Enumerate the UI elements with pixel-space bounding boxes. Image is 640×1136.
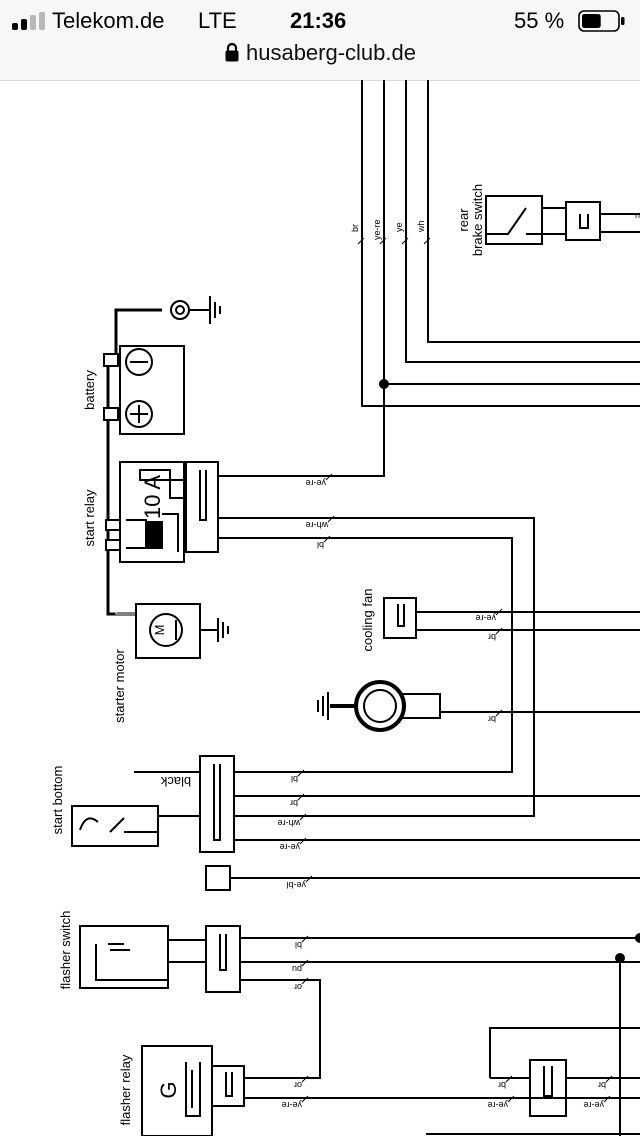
wire-label: bl	[291, 774, 298, 784]
label-rear: rear	[456, 208, 471, 232]
wire-label: bl	[317, 540, 324, 550]
wire-label: br	[350, 224, 360, 232]
wires	[106, 80, 640, 1136]
wiring-diagram: rear brake switch battery 10 A start rel…	[50, 80, 640, 1136]
battery-icon	[578, 10, 625, 32]
wire-label: br	[498, 1080, 506, 1090]
clock: 21:36	[290, 8, 347, 33]
wire-label: pu	[292, 964, 302, 974]
wire-label: br	[598, 1080, 606, 1090]
relay-symbol: G	[156, 1081, 181, 1098]
start-button	[71, 755, 235, 853]
wire-label: ye-re	[487, 1100, 508, 1110]
wire-label: br	[488, 632, 496, 642]
label-battery: battery	[82, 370, 97, 410]
status-bar: Telekom.de LTE 21:36 55 % husaberg-club.…	[0, 0, 640, 81]
wire-label: ye-re	[281, 1100, 302, 1110]
wire-label: ye	[394, 222, 404, 232]
label-brake-switch: brake switch	[470, 184, 485, 256]
wire-ticks	[297, 237, 613, 1103]
label-starter-motor: starter motor	[112, 648, 127, 722]
start-relay	[105, 461, 219, 563]
wire-label: wh-re	[305, 520, 329, 530]
wire-label: br	[488, 714, 496, 724]
flasher-relay	[141, 1045, 245, 1136]
address-bar[interactable]: husaberg-club.de	[0, 40, 640, 68]
wire-label: ye-re	[475, 613, 496, 623]
wire-label: or	[294, 1080, 302, 1090]
flasher-switch	[79, 925, 241, 993]
battery-ground	[170, 296, 221, 324]
fuse-label: 10 A	[140, 475, 165, 519]
starter-motor	[135, 603, 229, 659]
lock-icon	[225, 42, 239, 62]
label-start-relay: start relay	[82, 489, 97, 547]
page-url: husaberg-club.de	[245, 40, 416, 65]
label-flasher-switch: flasher switch	[58, 911, 73, 990]
wire-label: ye-re	[279, 842, 300, 852]
wire-label: u	[635, 211, 640, 221]
label-start-button: start bottom	[50, 766, 65, 835]
wire-label: or	[294, 982, 302, 992]
network-type: LTE	[198, 8, 237, 33]
wire-label: wh-re	[277, 818, 301, 828]
wire-label: wh	[416, 220, 426, 233]
signal-strength-icon	[12, 12, 45, 30]
label-flasher-relay: flasher relay	[118, 1054, 133, 1125]
battery-percentage: 55 %	[514, 8, 565, 33]
wire-label: bl	[295, 940, 302, 950]
carrier-name: Telekom.de	[52, 8, 165, 33]
small-connector	[205, 865, 231, 891]
cooling-fan-connector	[383, 597, 417, 639]
wire-label: br	[290, 798, 298, 808]
rear-brake-switch	[485, 195, 601, 245]
motor-symbol: M	[152, 625, 167, 636]
ground-clamp	[317, 680, 441, 732]
label-cooling-fan: cooling fan	[360, 589, 375, 652]
wire-label: ye-re	[372, 219, 382, 240]
wire-label: ye-re	[583, 1100, 604, 1110]
wire-labels: br ye-re ye wh u ye-re wh-re bl ye-re br…	[277, 211, 640, 1110]
battery	[103, 345, 185, 435]
wire-label: ye-re	[305, 478, 326, 488]
right-connector	[529, 1059, 567, 1117]
junction-dots	[379, 379, 640, 963]
label-black: black	[160, 774, 191, 789]
wire-label: ye-bl	[286, 880, 306, 890]
